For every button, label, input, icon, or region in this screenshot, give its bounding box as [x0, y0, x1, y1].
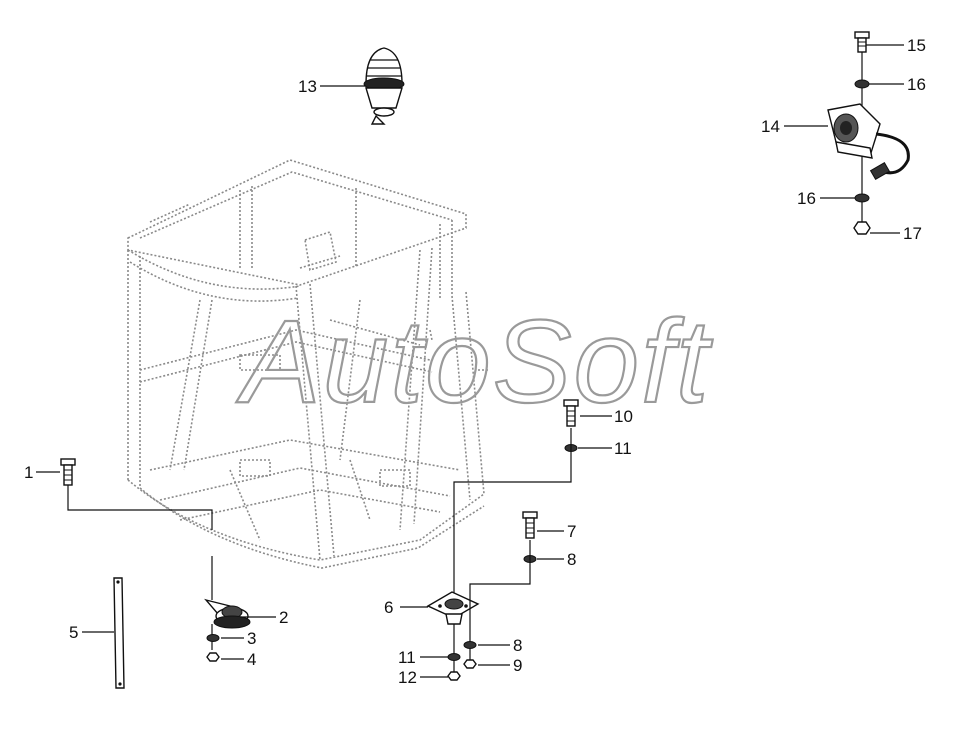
callout-8a: 8	[567, 550, 576, 569]
upper-bolt-set	[453, 399, 579, 520]
callout-4: 4	[247, 650, 256, 669]
watermark-text: AutoSoft	[236, 296, 713, 428]
callout-8b: 8	[513, 636, 522, 655]
horn-assembly	[60, 458, 251, 662]
callout-13: 13	[298, 77, 317, 96]
callout-16a: 16	[907, 75, 926, 94]
callout-2: 2	[279, 608, 288, 627]
callout-15: 15	[907, 36, 926, 55]
callout-5: 5	[69, 623, 78, 642]
callout-leaders	[36, 44, 904, 678]
callout-17: 17	[903, 224, 922, 243]
callout-7: 7	[567, 522, 576, 541]
callout-9: 9	[513, 656, 522, 675]
callout-labels: 1 2 3 4 5 6 7 8 8 9 10 11 11 12 13 14 15…	[24, 36, 926, 687]
callout-12: 12	[398, 668, 417, 687]
isolator-mount	[426, 511, 538, 681]
strap	[113, 577, 125, 689]
callout-11a: 11	[614, 439, 632, 458]
callout-3: 3	[247, 629, 256, 648]
callout-11b: 11	[398, 648, 416, 667]
callout-10: 10	[614, 407, 633, 426]
cab-frame	[127, 159, 490, 569]
beacon-lamp	[363, 47, 405, 125]
callout-16b: 16	[797, 189, 816, 208]
callout-14: 14	[761, 117, 780, 136]
callout-6: 6	[384, 598, 393, 617]
callout-1: 1	[24, 463, 33, 482]
backup-alarm	[827, 31, 910, 235]
